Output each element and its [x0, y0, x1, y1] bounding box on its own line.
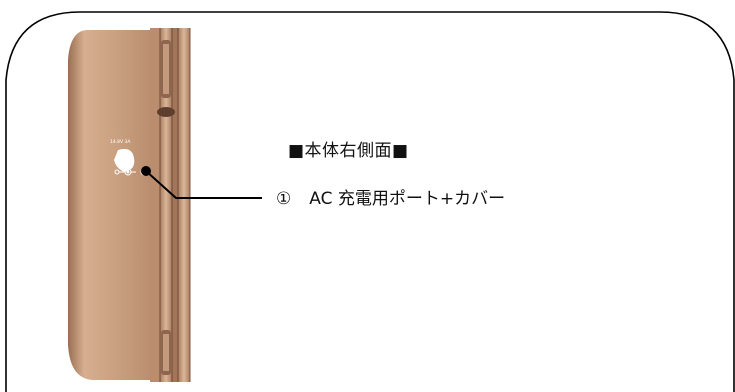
rounded-frame-border	[5, 11, 735, 392]
diagram-title: ■本体右側面■	[288, 141, 409, 161]
polarity-symbol	[114, 168, 136, 176]
callout-label: AC 充電用ポート+カバー	[309, 189, 506, 209]
port-rating-text: 14.8V 3A	[110, 139, 131, 145]
callout-1: ① AC 充電用ポート+カバー	[276, 184, 505, 209]
callout-number: ①	[276, 189, 292, 209]
callout-leader-line	[145, 170, 262, 199]
device-side-image	[68, 28, 191, 382]
